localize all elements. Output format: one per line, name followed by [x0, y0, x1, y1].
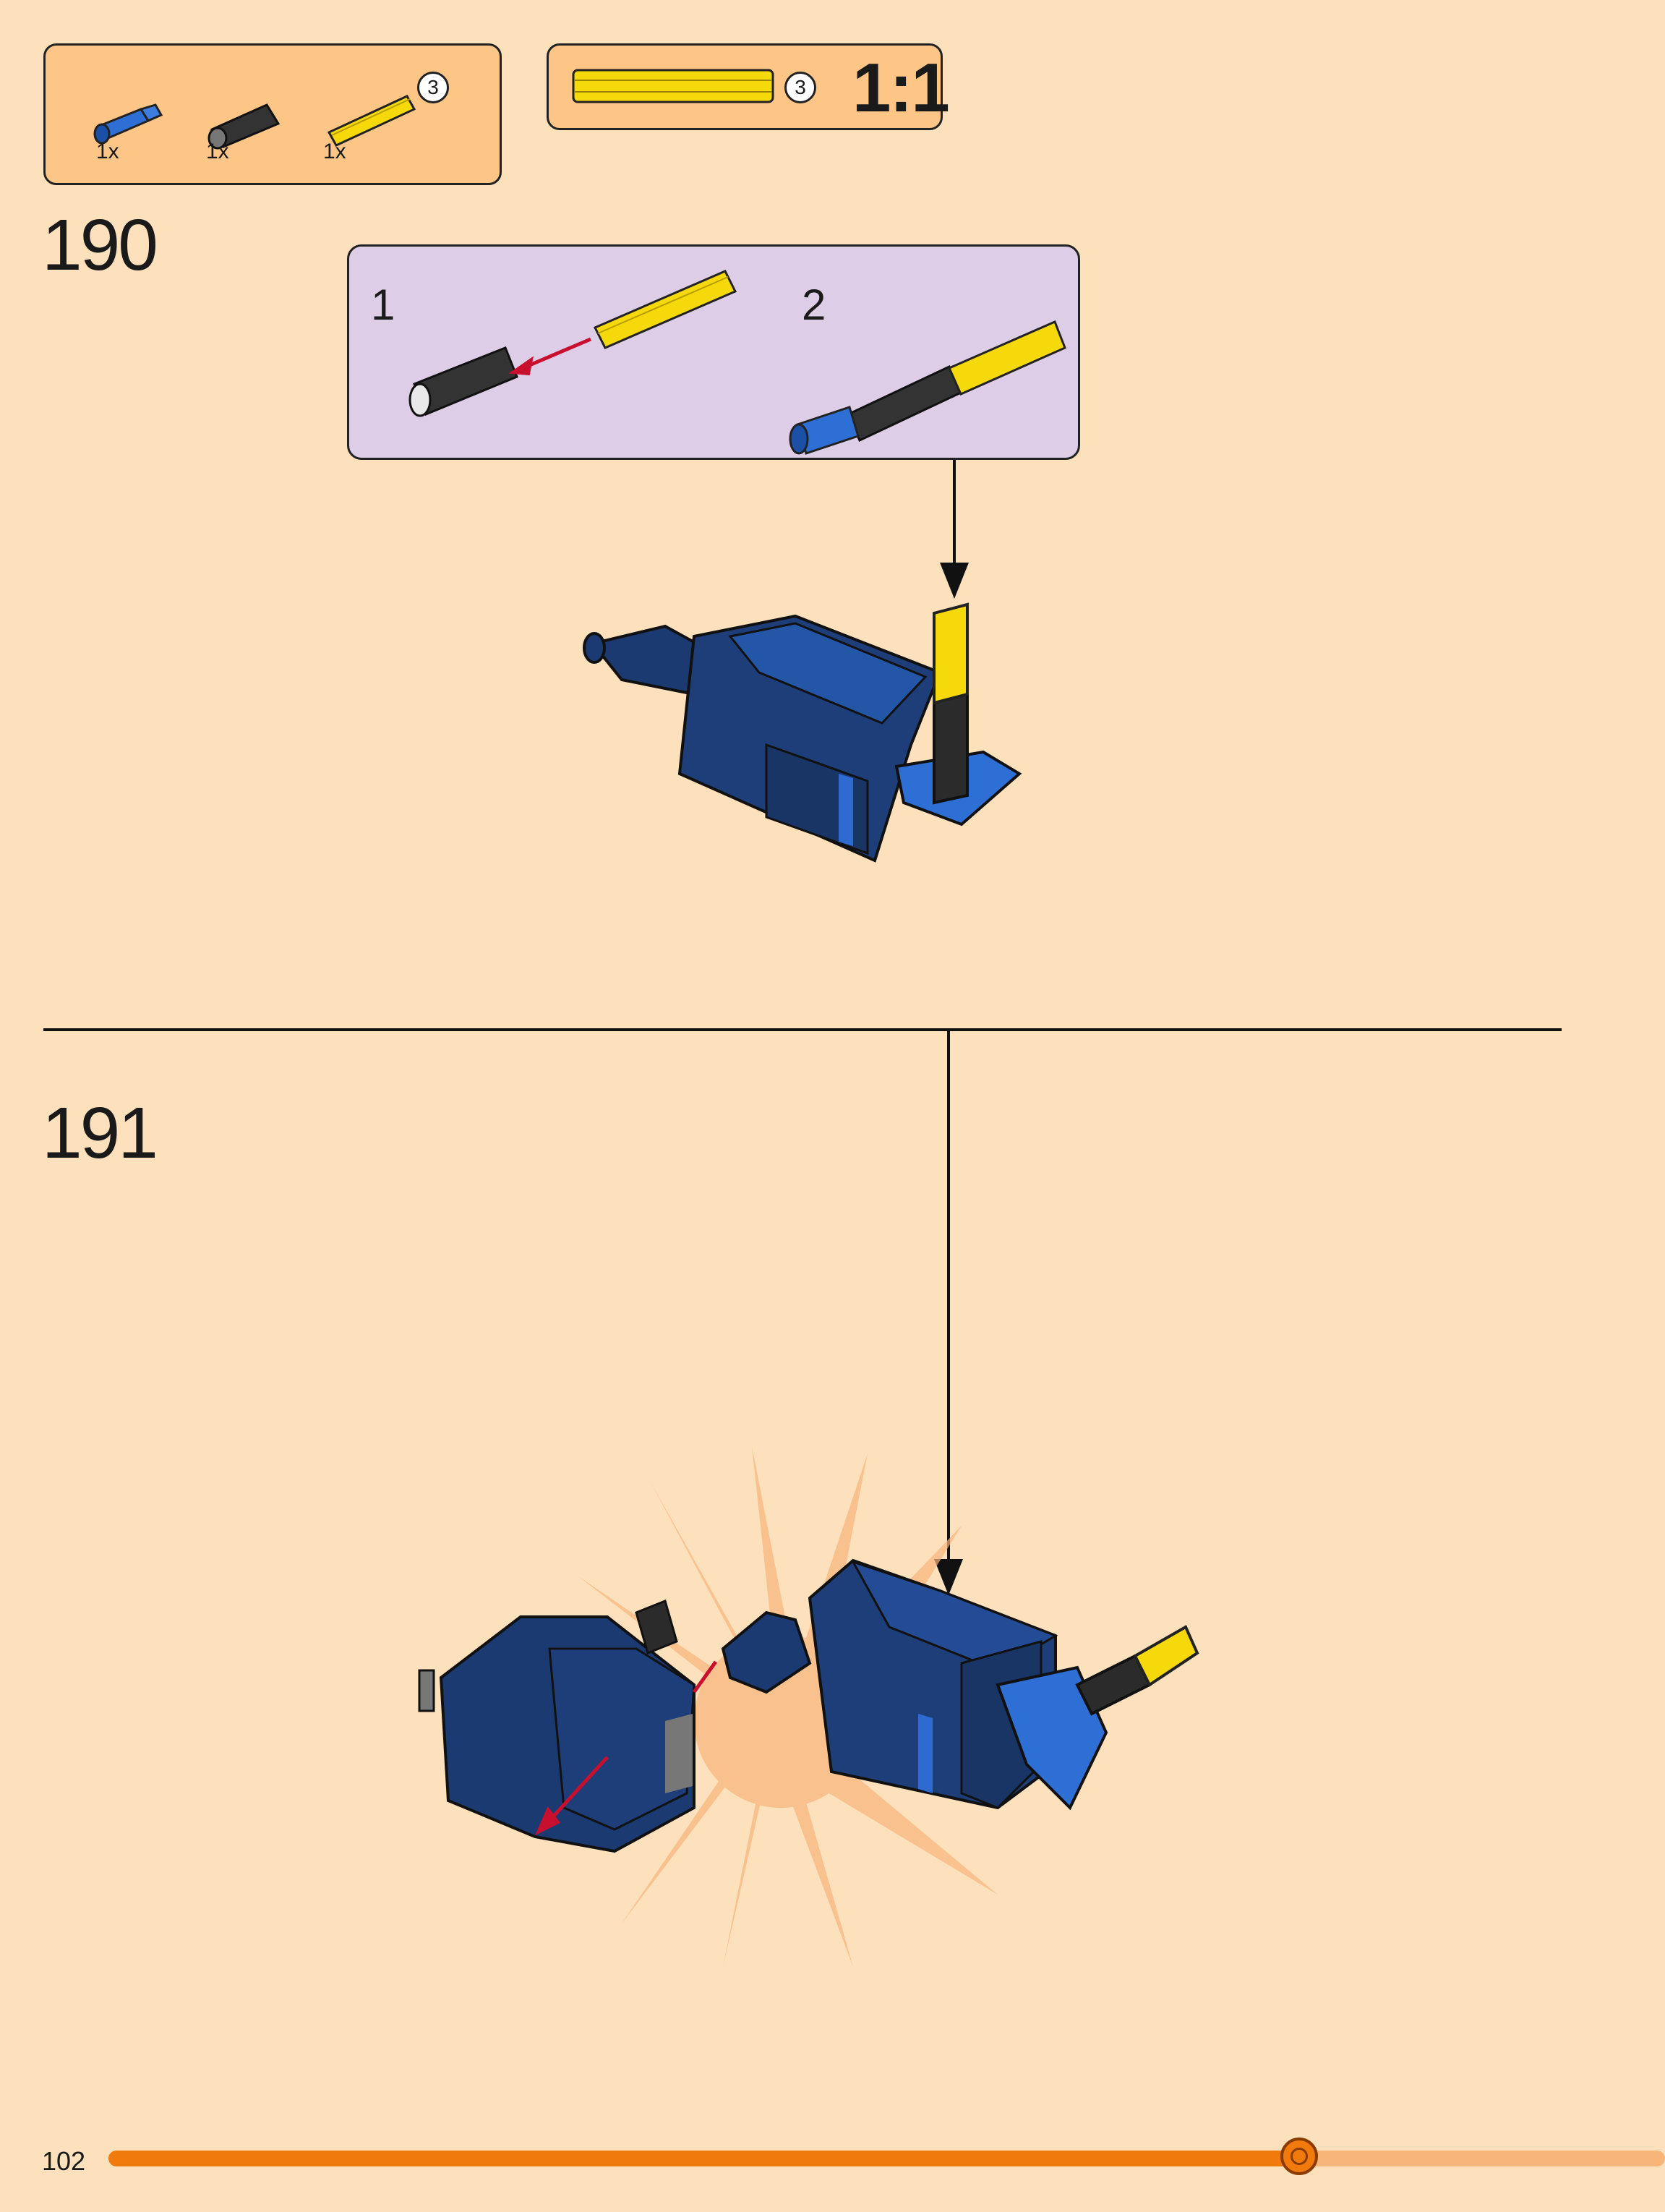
yellow-axle-scale-icon [572, 69, 774, 103]
black-connector-icon [207, 103, 281, 150]
step-number-190: 190 [42, 205, 158, 286]
step-191-pointer-arrowhead [934, 1559, 963, 1595]
page-number: 102 [42, 2146, 86, 2176]
step-190-model [583, 602, 1022, 863]
step-191-head-module [418, 1599, 718, 1853]
step-number-191: 191 [42, 1093, 158, 1174]
callout-pointer-arrowhead [940, 563, 969, 599]
yellow-axle-icon [327, 95, 416, 147]
scale-ratio: 1:1 [852, 49, 950, 127]
qty-label-axle: 1x [323, 140, 346, 163]
substep-2-illustration [789, 320, 1066, 455]
scale-length-badge: 3 [784, 72, 816, 103]
substep-number-1: 1 [371, 281, 395, 329]
progress-track [108, 2138, 1665, 2175]
substep-number-2: 2 [802, 281, 826, 329]
substep-1-illustration [408, 270, 737, 417]
scale-reference-box: 3 1:1 [547, 43, 950, 130]
blue-pin-icon [93, 103, 163, 145]
progress-fill [108, 2151, 1300, 2166]
parts-list-box: 1x 1x 1x 3 [43, 43, 502, 185]
step-191-body-module [721, 1558, 1199, 1811]
progress-marker-ring [1291, 2148, 1309, 2165]
progress-marker [1280, 2138, 1319, 2175]
axle-length-badge: 3 [417, 72, 449, 103]
submodel-callout: 1 2 [347, 244, 1080, 460]
qty-label-connector: 1x [206, 140, 229, 163]
qty-label-pin: 1x [96, 140, 119, 163]
